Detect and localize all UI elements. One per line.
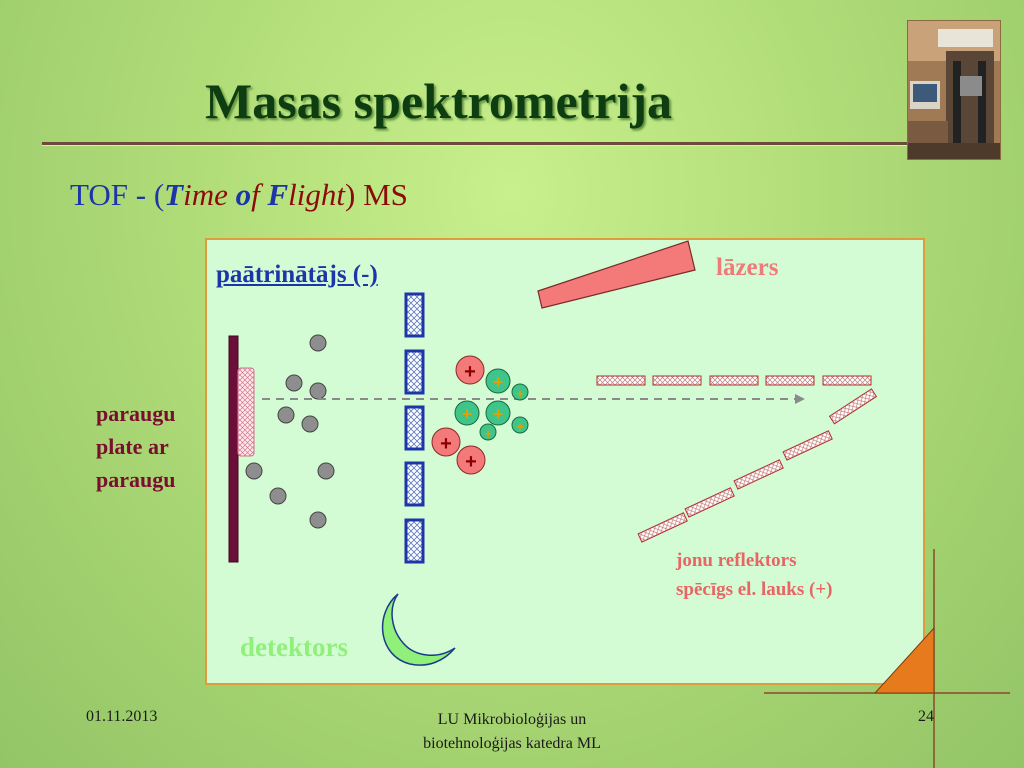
reflector-top (596, 375, 872, 386)
footer-institution-line2: biotehnoloģijas katedra ML (423, 735, 601, 752)
accelerator-grid (404, 292, 425, 564)
slide-title: Masas spektrometrija (205, 73, 673, 129)
tof-subtitle: TOF - (Time of Flight) MS (70, 177, 408, 213)
ion-large (455, 355, 485, 385)
neutral-molecule (301, 415, 319, 433)
reflector-segment (733, 459, 784, 490)
ion-charge: + (465, 451, 477, 473)
ion-charge: + (464, 361, 476, 383)
subtitle-t: T (164, 177, 184, 212)
reflector-segment (652, 375, 702, 386)
ion-charge: + (493, 404, 504, 424)
neutral-molecules (245, 334, 335, 529)
laser-label: lāzers (716, 254, 779, 281)
footer-institution-line1: LU Mikrobioloģijas un (437, 711, 587, 728)
subtitle-close: ) (345, 177, 356, 212)
ion-small (485, 400, 511, 426)
reflector-label-line2: spēcīgs el. lauks (+) (676, 579, 833, 600)
detector-crescent (381, 593, 456, 666)
subtitle-o: o (235, 177, 252, 212)
neutral-molecule (309, 382, 327, 400)
neutral-molecule (309, 334, 327, 352)
ion-charge: + (516, 419, 524, 434)
title-underline (42, 142, 912, 146)
reflector-segment (828, 388, 878, 425)
ion-charge: + (493, 372, 504, 392)
reflector-label: jonu reflektors spēcīgs el. lauks (+) (676, 546, 916, 604)
footer-institution: LU Mikrobioloģijas un biotehnoloģijas ka… (382, 708, 642, 756)
reflector-diagonal (637, 388, 878, 543)
ion-tiny (511, 416, 529, 434)
reflector-segment (765, 375, 815, 386)
reflector-segment (637, 512, 688, 543)
accelerator-segment (404, 518, 425, 564)
reflector-segment (684, 487, 735, 518)
subtitle-ms: MS (355, 177, 408, 212)
reflector-segment (822, 375, 872, 386)
ion-charge: + (462, 404, 473, 424)
neutral-molecule (309, 511, 327, 529)
ion-cluster (431, 355, 529, 475)
neutral-molecule (285, 374, 303, 392)
diagram-panel (205, 238, 925, 685)
ion-charge: + (516, 386, 524, 401)
neutral-molecule (245, 462, 263, 480)
ion-charge: + (440, 433, 452, 455)
subtitle-light: light (288, 177, 346, 212)
footer-date: 01.11.2013 (86, 708, 158, 725)
flight-path-arrowhead (795, 394, 805, 404)
neutral-molecule (277, 406, 295, 424)
reflector-label-line1: jonu reflektors (676, 550, 797, 571)
corner-triangle (873, 626, 935, 694)
ion-tiny (479, 423, 497, 441)
accelerator-label: paātrinātājs (-) (216, 261, 378, 288)
ion-large (456, 445, 486, 475)
sample-plate-label: paraugu plate ar paraugu (96, 401, 176, 492)
accelerator-segment (404, 292, 425, 338)
subtitle-f: F (267, 177, 289, 212)
ion-large (431, 427, 461, 457)
sample-layer (237, 367, 255, 457)
subtitle-f-space: f (251, 177, 268, 212)
accelerator-segment (404, 405, 425, 451)
footer-page-number: 24 (918, 708, 934, 725)
reflector-segment (709, 375, 759, 386)
accelerator-segment (404, 349, 425, 395)
ion-tiny (511, 383, 529, 401)
accelerator-segment (404, 461, 425, 507)
corner-decoration (764, 549, 1010, 768)
neutral-molecule (317, 462, 335, 480)
ion-charge: + (484, 426, 492, 441)
reflector-segment (782, 430, 833, 461)
sample-plate (228, 335, 239, 563)
neutral-molecule (269, 487, 287, 505)
laser-beam (537, 240, 696, 309)
ion-small (485, 368, 511, 394)
subtitle-ime: ime (183, 177, 236, 212)
instrument-photo (907, 20, 1001, 160)
ion-small (454, 400, 480, 426)
ion-charges: + + + + + + + + + (440, 361, 524, 473)
subtitle-tof: TOF - ( (70, 177, 165, 212)
detector-label: detektors (240, 632, 348, 662)
reflector-segment (596, 375, 646, 386)
